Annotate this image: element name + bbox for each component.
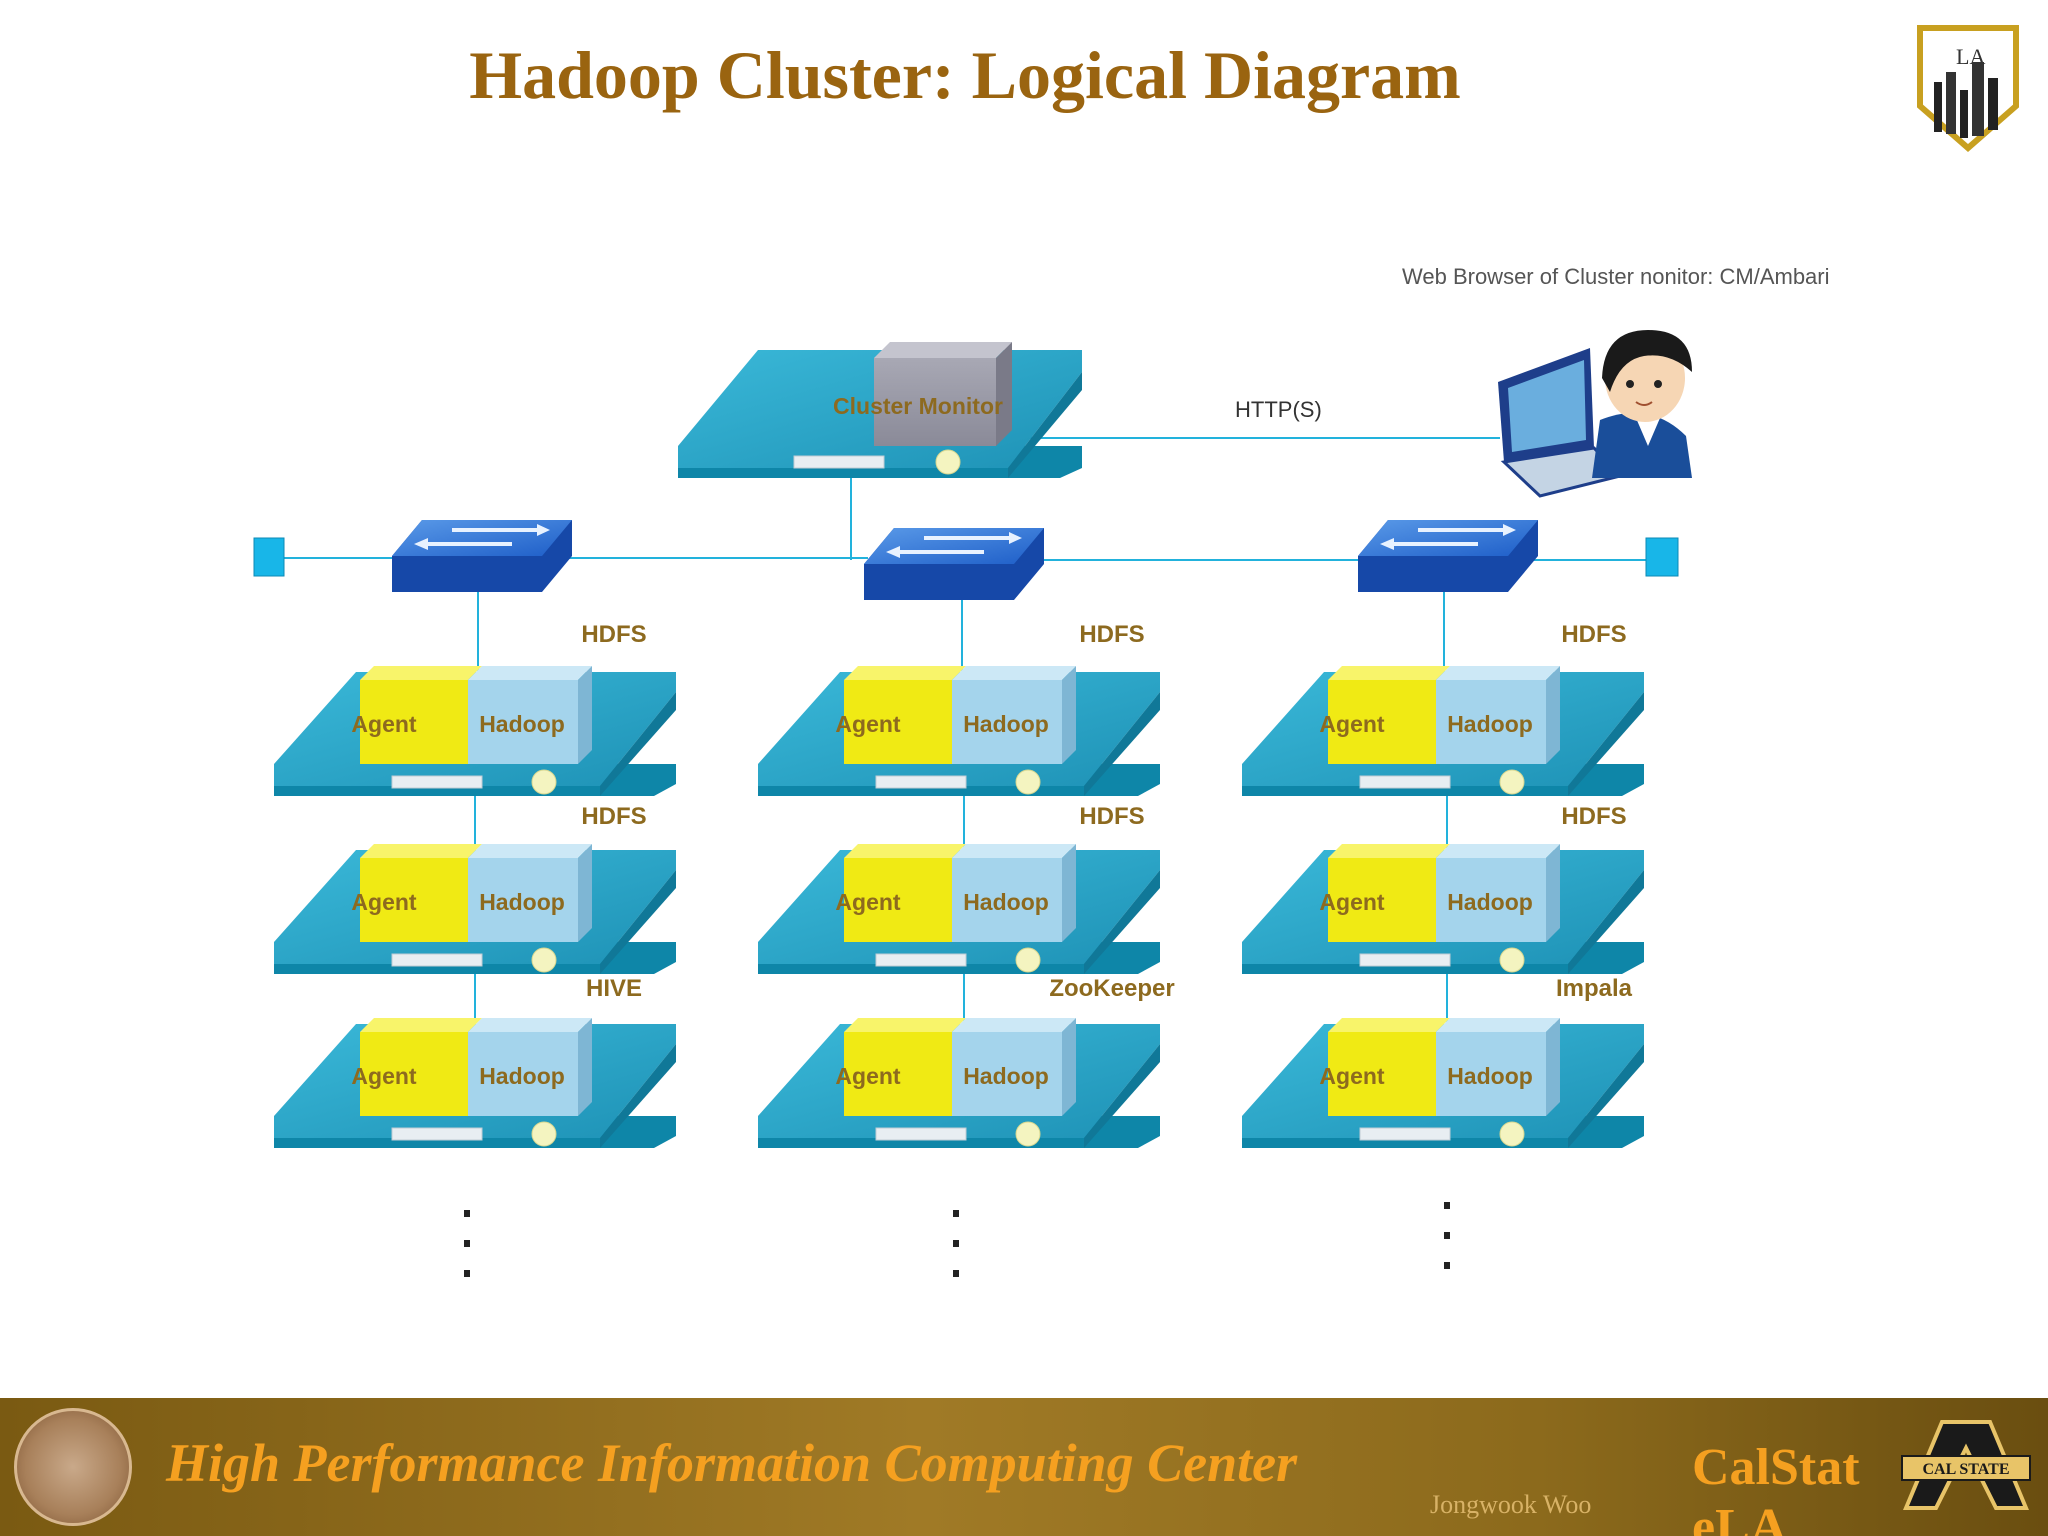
service-label: Impala: [1556, 975, 1633, 1002]
service-label: ZooKeeper: [1049, 975, 1174, 1002]
hadoop-label: Hadoop: [1447, 889, 1533, 915]
network-endpoint-left: [253, 537, 285, 577]
agent-block: [360, 844, 482, 942]
cluster-monitor-box: [874, 342, 1012, 446]
hadoop-label: Hadoop: [963, 711, 1049, 737]
network-switch-3: [1358, 520, 1538, 592]
hadoop-block: [1436, 844, 1560, 942]
agent-block: [1328, 844, 1450, 942]
more-nodes-ellipsis: [1444, 1202, 1450, 1269]
agent-label: Agent: [835, 711, 901, 737]
agent-block: [844, 666, 966, 764]
hadoop-label: Hadoop: [1447, 1063, 1533, 1089]
service-label: HDFS: [1561, 803, 1626, 830]
worker-node: Agent Hadoop: [758, 844, 1160, 974]
agent-label: Agent: [1319, 1063, 1385, 1089]
hadoop-label: Hadoop: [963, 889, 1049, 915]
agent-label: Agent: [351, 1063, 417, 1089]
footer-logo-text: CAL STATE: [1923, 1461, 2010, 1478]
worker-node: Agent Hadoop: [1242, 844, 1644, 974]
network-endpoint-right: [1645, 537, 1679, 577]
university-seal-icon: [14, 1408, 132, 1526]
cal-state-la-footer-logo: CAL STATE: [1901, 1420, 2031, 1510]
hadoop-block: [468, 666, 592, 764]
cluster-monitor-label: Cluster Monitor: [833, 393, 1003, 419]
agent-block: [844, 1018, 966, 1116]
network-links: [282, 437, 1652, 1024]
worker-node: Agent Hadoop: [1242, 666, 1644, 796]
laptop-icon: [1498, 348, 1623, 498]
hadoop-block: [952, 1018, 1076, 1116]
worker-node: Agent Hadoop: [758, 666, 1160, 796]
hadoop-block: [1436, 666, 1560, 764]
network-switch-1: [392, 520, 572, 592]
footer-title: High Performance Information Computing C…: [166, 1433, 1298, 1493]
hadoop-block: [952, 844, 1076, 942]
worker-node: Agent Hadoop: [274, 1018, 676, 1148]
hadoop-label: Hadoop: [963, 1063, 1049, 1089]
worker-node: Agent Hadoop: [274, 844, 676, 974]
agent-label: Agent: [351, 889, 417, 915]
hadoop-block: [952, 666, 1076, 764]
hadoop-block: [1436, 1018, 1560, 1116]
cal-state-la-logo: LA: [1917, 25, 2019, 152]
http-link-label: HTTP(S): [1235, 397, 1322, 422]
service-label: HDFS: [1561, 621, 1626, 648]
agent-block: [1328, 1018, 1450, 1116]
service-label: HDFS: [581, 621, 646, 648]
service-label: HIVE: [586, 975, 642, 1002]
agent-block: [360, 666, 482, 764]
more-nodes-ellipsis: [953, 1210, 959, 1277]
agent-block: [1328, 666, 1450, 764]
network-switch-2: [864, 528, 1044, 600]
service-label: HDFS: [581, 803, 646, 830]
cluster-monitor-server: Cluster Monitor: [678, 342, 1082, 478]
agent-label: Agent: [1319, 889, 1385, 915]
web-browser-user: [1498, 330, 1692, 498]
user-avatar-icon: [1592, 330, 1692, 478]
agent-label: Agent: [351, 711, 417, 737]
more-nodes-ellipsis: [464, 1210, 470, 1277]
hadoop-label: Hadoop: [479, 711, 565, 737]
worker-node: Agent Hadoop: [274, 666, 676, 796]
agent-block: [844, 844, 966, 942]
footer-brand: CalStateLA: [1692, 1439, 1860, 1536]
service-label: HDFS: [1079, 803, 1144, 830]
hadoop-label: Hadoop: [479, 1063, 565, 1089]
hadoop-block: [468, 1018, 592, 1116]
agent-label: Agent: [835, 889, 901, 915]
worker-node: Agent Hadoop: [1242, 1018, 1644, 1148]
hadoop-block: [468, 844, 592, 942]
service-label: HDFS: [1079, 621, 1144, 648]
agent-label: Agent: [835, 1063, 901, 1089]
worker-node: Agent Hadoop: [758, 1018, 1160, 1148]
agent-block: [360, 1018, 482, 1116]
logo-top-text: LA: [1956, 44, 1985, 69]
footer-author: Jongwook Woo: [1430, 1490, 1592, 1519]
browser-caption: Web Browser of Cluster nonitor: CM/Ambar…: [1402, 264, 1830, 289]
agent-label: Agent: [1319, 711, 1385, 737]
hadoop-label: Hadoop: [479, 889, 565, 915]
footer-banner: High Performance Information Computing C…: [0, 1398, 2048, 1536]
hadoop-label: Hadoop: [1447, 711, 1533, 737]
page-title: Hadoop Cluster: Logical Diagram: [469, 37, 1461, 113]
